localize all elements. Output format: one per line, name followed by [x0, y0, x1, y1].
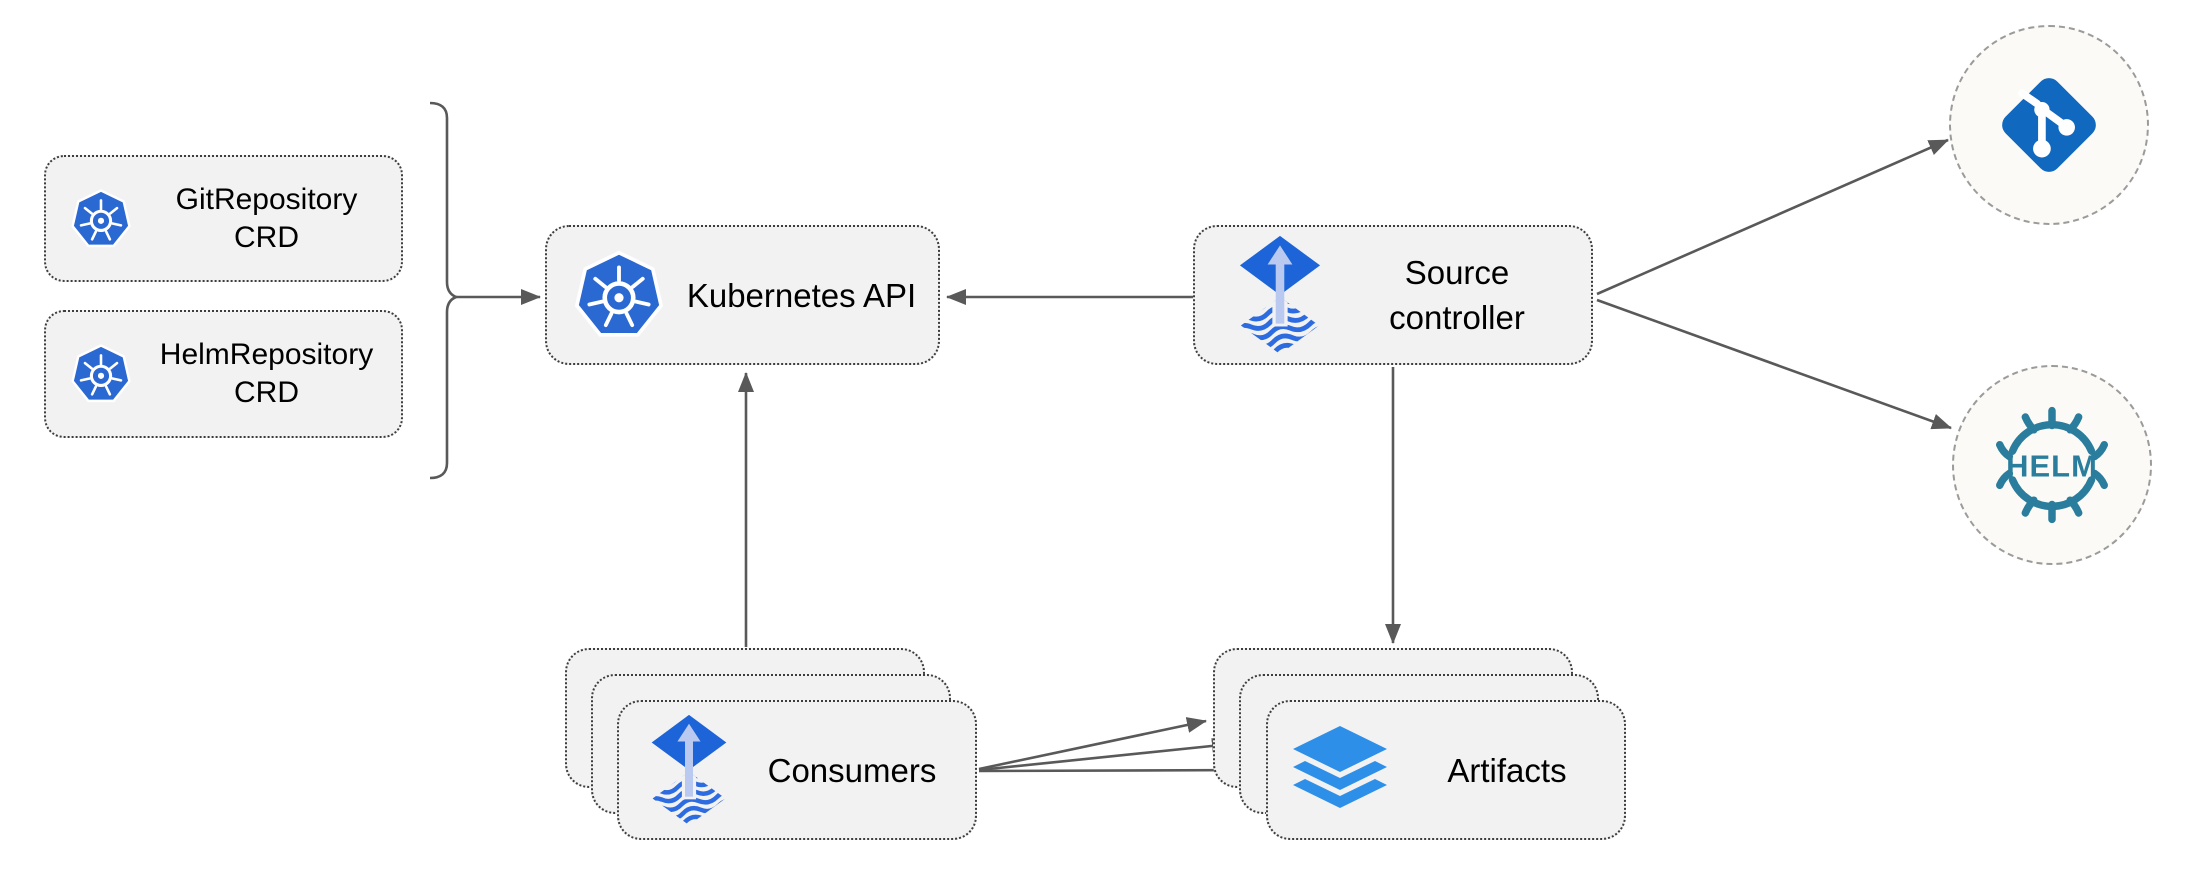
flux-icon	[1239, 235, 1321, 355]
crd-group-brace	[429, 101, 460, 480]
node-source-controller: Source controller	[1193, 225, 1593, 365]
helm-wordmark: HELM	[2006, 449, 2098, 484]
git-icon	[2002, 78, 2096, 172]
kubernetes-icon	[71, 188, 131, 247]
arrow-consumers-to-artifacts-mid	[978, 737, 1232, 772]
kubernetes-icon	[574, 250, 664, 337]
node-kubernetes-api: Kubernetes API	[545, 225, 940, 365]
node-label: Artifacts	[1447, 751, 1567, 789]
helm-icon: HELM	[1996, 406, 2108, 524]
arrow-source-controller-to-helm	[1596, 298, 1952, 430]
node-label: GitRepository CRD	[175, 182, 358, 254]
node-label: Kubernetes API	[686, 276, 917, 314]
kubernetes-icon	[71, 344, 131, 403]
node-helm-registry: HELM	[1952, 365, 2152, 565]
layers-icon	[1293, 726, 1387, 808]
arrow-consumers-to-artifacts-front	[978, 762, 1259, 779]
node-gitrepository-crd: GitRepository CRD	[44, 155, 403, 282]
node-label: Consumers	[767, 751, 937, 789]
flux-icon	[651, 714, 727, 826]
node-git-source	[1949, 25, 2149, 225]
arrow-consumers-to-artifacts-back	[978, 717, 1207, 771]
arrow-source-controller-to-git	[1596, 138, 1949, 296]
node-label: HelmRepository CRD	[159, 338, 374, 409]
node-consumers: Consumers	[617, 700, 977, 840]
node-helmrepository-crd: HelmRepository CRD	[44, 310, 403, 438]
node-artifacts: Artifacts	[1266, 700, 1626, 840]
node-label: Source controller	[1389, 254, 1525, 336]
